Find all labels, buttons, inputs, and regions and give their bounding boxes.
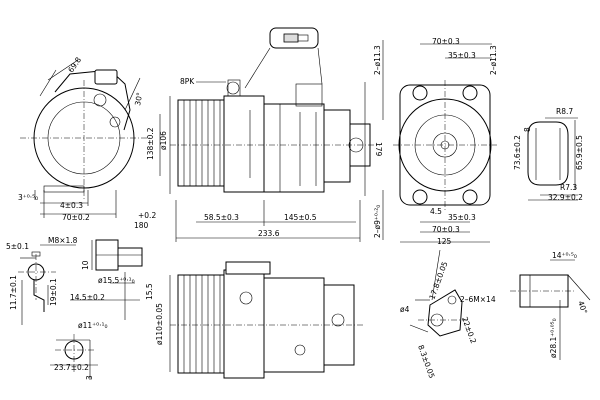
dim-28: ø28.1⁺⁰·⁰⁵₀ — [549, 318, 558, 358]
dim-32-9: 32.9±0.2 — [548, 193, 583, 202]
dim-110: ø110±0.05 — [155, 303, 164, 345]
dim-145: 145±0.5 — [284, 213, 317, 222]
dim-65-9: 65.9±0.5 — [575, 135, 584, 170]
dim-2-9: 2–ø9⁺⁰·²₀ — [373, 205, 382, 238]
dim-58-5: 58.5±0.3 — [204, 213, 239, 222]
view-main-side — [159, 27, 380, 242]
dim-10: 10 — [81, 260, 90, 270]
dim-106: ø106 — [159, 131, 168, 150]
dim-r7-3: R7.3 — [560, 183, 577, 192]
dim-2-11-3b: 2–ø11.3 — [489, 45, 498, 75]
dim-138: 138±0.2 — [146, 127, 155, 160]
dim-14-5: 14.5±0.2 — [70, 293, 105, 302]
dim-19: 19±0.1 — [49, 278, 58, 306]
dim-plus02: +0.2 — [138, 211, 156, 220]
dim-35-top: 35±0.3 — [448, 51, 476, 60]
dim-180: 180 — [134, 221, 149, 230]
dim-69-8: 69.8 — [66, 55, 83, 74]
dim-2-6m: 2–6M×14 — [460, 295, 496, 304]
dim-3-8: 3⁺⁰·⁵₀ — [18, 193, 38, 202]
dim-40: 40° — [576, 300, 589, 316]
dim-11: ø11⁺⁰·¹₀ — [78, 321, 108, 330]
dim-17-8: 17.8±0.05 — [427, 260, 449, 301]
dim-70-top: 70±0.3 — [432, 37, 460, 46]
dim-5: 5±0.1 — [6, 242, 29, 251]
dim-23-7: 23.7±0.2 — [54, 363, 89, 372]
dim-11-7: 11.7±0.1 — [9, 275, 18, 310]
dim-70-left: 70±0.2 — [62, 213, 90, 222]
dim-8pk: 8PK — [180, 77, 195, 86]
dim-4-5: 4.5 — [430, 207, 442, 216]
dim-8: 8 — [523, 127, 532, 132]
dim-233-6: 233.6 — [258, 229, 280, 238]
view-bottom — [169, 261, 365, 379]
dim-8-3: 8.3±0.05 — [416, 344, 436, 380]
view-bracket — [527, 117, 578, 201]
dim-30: 30° — [133, 91, 144, 106]
dim-125: 125 — [437, 237, 452, 246]
dim-22: 22±0.2 — [460, 316, 478, 345]
dim-15: 15.5 — [145, 283, 154, 300]
view-flange-detail — [409, 249, 470, 337]
dim-73-6: 73.6±0.2 — [513, 135, 522, 170]
dim-70-bot: 70±0.3 — [432, 225, 460, 234]
view-left-side — [20, 59, 150, 218]
view-port-detail — [510, 259, 591, 360]
dim-15-5: ø15.5⁺⁰·¹₀ — [98, 276, 135, 285]
dim-3: 3 — [85, 375, 94, 380]
dim-r8-7: R8.7 — [556, 107, 573, 116]
view-fitting-details — [18, 239, 143, 380]
view-front — [382, 40, 497, 243]
dim-m8: M8×1.8 — [48, 236, 78, 245]
dim-179: 179 — [374, 142, 383, 157]
dim-4: ø4 — [400, 305, 410, 314]
dim-4-sp: 4±0.3 — [60, 201, 83, 210]
dim-35-bot: 35±0.3 — [448, 213, 476, 222]
dim-2-11-3a: 2–ø11.3 — [373, 45, 382, 75]
dim-14: 14⁺⁰·⁵₀ — [552, 251, 577, 260]
